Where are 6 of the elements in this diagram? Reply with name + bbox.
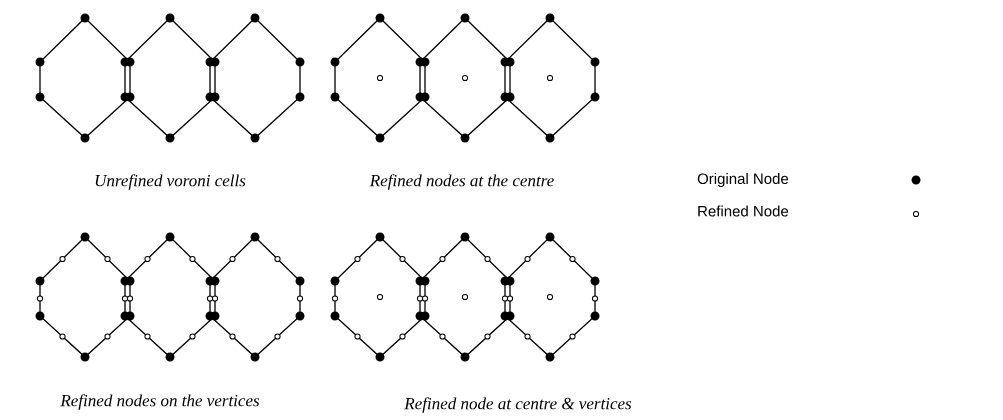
caption: Refined node at centre & vertices <box>404 397 632 413</box>
caption: Refined nodes at the centre <box>369 174 554 190</box>
legend-label: Refined Node <box>698 205 789 217</box>
legend-label: Original Node <box>697 173 789 187</box>
caption: Unrefined voroni cells <box>95 174 246 190</box>
caption: Refined nodes on the vertices <box>60 394 260 410</box>
